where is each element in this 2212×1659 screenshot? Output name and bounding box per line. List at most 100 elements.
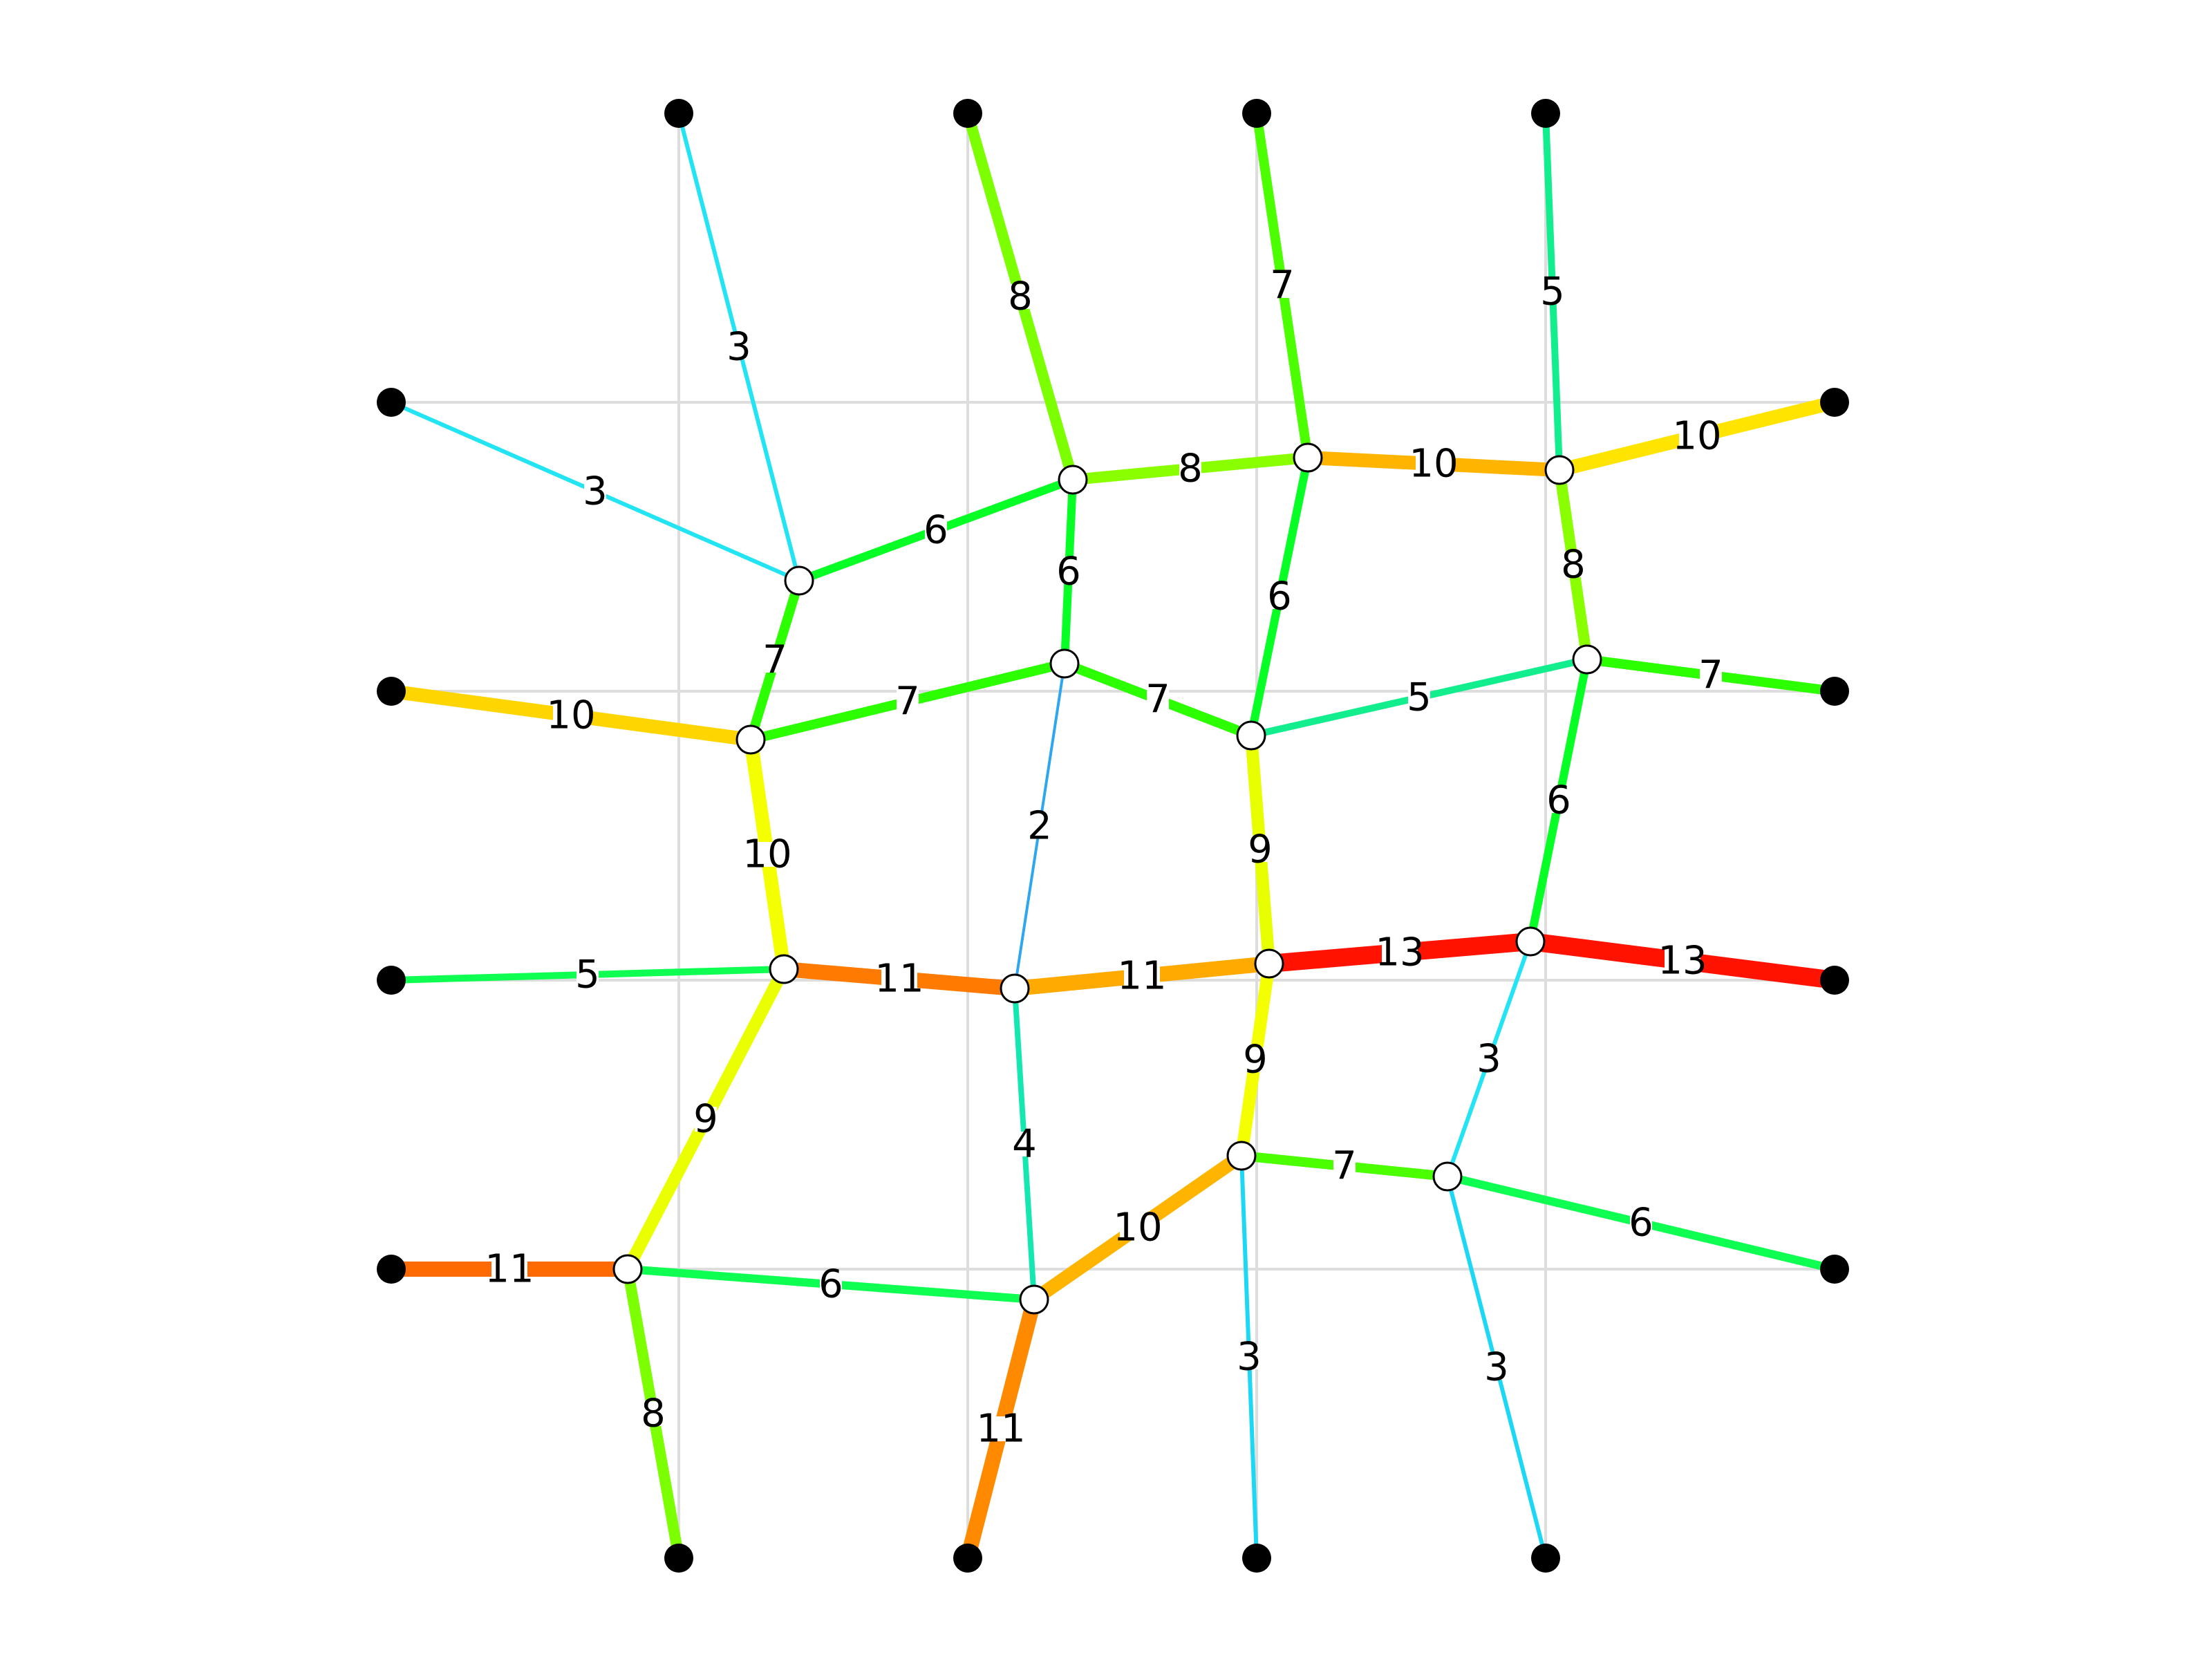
edge-label: 8 (1178, 447, 1203, 491)
edge-label: 10 (1409, 442, 1458, 487)
inner-node-n33 (1254, 948, 1284, 979)
inner-node-n23 (1236, 720, 1266, 751)
edge-label-background (1408, 685, 1430, 710)
edge-label-background (1700, 663, 1722, 688)
edge-label: 7 (762, 638, 787, 683)
edge-label: 10 (1672, 414, 1721, 459)
edge-label: 11 (976, 1407, 1025, 1452)
edge-label-background (1029, 814, 1051, 838)
edge-label-background (897, 689, 919, 714)
boundary-node-L1 (377, 388, 406, 417)
background-grid (391, 113, 1835, 1558)
edge-label: 2 (1027, 804, 1052, 849)
edge-label: 10 (742, 832, 791, 877)
boundary-node-R2 (1820, 677, 1849, 706)
edge-label-background (1249, 837, 1271, 862)
edge-label-background (1238, 1344, 1260, 1369)
edge-label-background (1268, 584, 1291, 609)
edge-label: 6 (924, 508, 948, 553)
boundary-node-T4 (1531, 99, 1560, 128)
edge-label-background (820, 1272, 842, 1297)
edge-label-background (1416, 451, 1452, 476)
edge-label-background (1120, 1215, 1156, 1240)
boundary-node-R1 (1820, 388, 1849, 417)
edge-label-background (1548, 788, 1570, 813)
boundary-node-B1 (664, 1544, 693, 1573)
inner-node-n41 (612, 1254, 643, 1284)
boundary-node-T3 (1242, 99, 1271, 128)
edge-label: 8 (641, 1391, 666, 1436)
edge-label-background (577, 962, 599, 987)
inner-node-n12 (1058, 465, 1088, 495)
edge-label: 9 (693, 1097, 718, 1142)
edge-label-background (1478, 1047, 1500, 1071)
edge-label: 7 (1698, 653, 1723, 698)
edge-label-background (1124, 964, 1160, 988)
edge-label-background (1541, 279, 1564, 304)
edges (390, 111, 1837, 1560)
edge-label-background (1058, 559, 1080, 584)
edge-label-background (1382, 940, 1418, 965)
edge-label-background (1485, 1355, 1508, 1380)
edge-label: 8 (1008, 274, 1033, 319)
edge-label-background (491, 1257, 527, 1282)
edge-label: 3 (1237, 1335, 1262, 1380)
edge-label: 11 (485, 1247, 534, 1292)
edge-label: 10 (1113, 1206, 1162, 1250)
inner-node-n31 (769, 954, 799, 984)
inner-node-n11 (784, 565, 814, 596)
inner-node-n24 (1572, 644, 1602, 675)
inner-node-n44 (1432, 1161, 1463, 1192)
edge-label: 5 (1540, 270, 1565, 315)
edge-label: 13 (1375, 930, 1424, 975)
edge-label: 6 (1267, 574, 1292, 619)
boundary-node-B3 (1242, 1544, 1271, 1573)
boundary-node-L3 (377, 966, 406, 995)
edge-label-background (1179, 456, 1201, 481)
inner-node-n42 (1019, 1284, 1049, 1315)
inner-node-n32 (1000, 973, 1030, 1004)
edge-label: 6 (1056, 550, 1081, 594)
edge-label: 3 (1477, 1037, 1501, 1082)
edge-label-background (728, 335, 750, 359)
edge-label-background (1147, 687, 1169, 712)
edge-label-background (1630, 1210, 1652, 1235)
edge-label: 9 (1248, 827, 1273, 872)
edge-label-background (642, 1401, 664, 1426)
edge-label: 3 (583, 469, 608, 514)
edge-label: 11 (874, 957, 924, 1002)
inner-node-n22 (1049, 648, 1080, 679)
edge-label: 13 (1658, 939, 1707, 984)
boundary-node-L2 (377, 677, 406, 706)
edge-label: 3 (1484, 1345, 1509, 1390)
edge-label: 6 (1629, 1201, 1653, 1246)
edge-label-background (1562, 552, 1584, 577)
inner-node-n43 (1226, 1141, 1257, 1171)
edge-label-background (749, 842, 785, 867)
edge-label-background (1013, 1132, 1035, 1156)
boundary-node-R3 (1820, 966, 1849, 995)
edge-label: 7 (895, 679, 920, 724)
boundary-node-T1 (664, 99, 693, 128)
boundary-node-B4 (1531, 1544, 1560, 1573)
edge-label: 10 (546, 693, 595, 738)
inner-node-n34 (1515, 926, 1546, 957)
edge-label-background (1244, 1047, 1266, 1072)
edge-label: 7 (1270, 263, 1295, 308)
edge-label-background (553, 703, 589, 728)
boundary-node-T2 (953, 99, 982, 128)
edge-label: 6 (1546, 778, 1571, 823)
boundary-node-B2 (953, 1544, 982, 1573)
edge-label: 7 (1145, 677, 1170, 722)
edge-label-background (1271, 273, 1293, 298)
inner-node-n21 (735, 724, 766, 755)
edge-label: 4 (1012, 1122, 1037, 1167)
edge-label: 3 (727, 325, 751, 370)
edge-label-background (584, 479, 606, 504)
edge-label-background (1333, 1154, 1356, 1179)
edge-label-background (983, 1416, 1019, 1441)
edge-label: 8 (1561, 543, 1586, 588)
